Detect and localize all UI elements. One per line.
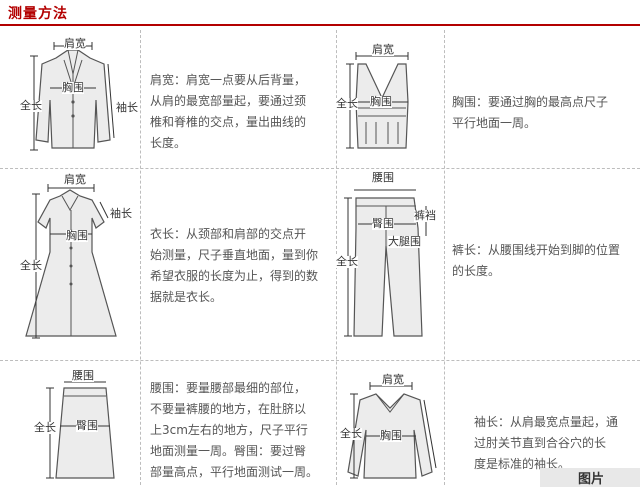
pants-figure: 腰围 裤裆 臀围 大腿围 全长: [336, 168, 444, 360]
text-line: 据就是衣长。: [150, 290, 223, 304]
text-line: 希望衣服的长度为止，得到的数: [150, 269, 319, 283]
page-title: 测量方法: [8, 6, 68, 22]
title-underline: [0, 24, 640, 26]
divider: [444, 30, 445, 485]
text-line: 不要量裤腰的地方，在肚脐以: [150, 402, 307, 416]
text-line: 始测量，尺子垂直地面，量到你: [150, 248, 319, 262]
sleeve-label: 袖长: [116, 101, 138, 114]
length-label: 全长: [336, 255, 358, 268]
text-line: 上3cm左右的地方，尺子平行: [150, 423, 308, 437]
crotch-label: 裤裆: [414, 209, 436, 222]
hip-label: 臀围: [76, 419, 98, 432]
dress-figure: 肩宽 胸围 全长 袖长: [0, 168, 140, 360]
text-line: 胸围：要通过胸的最高点尺子: [452, 95, 609, 109]
text-line: 裤长：从腰围线开始到脚的位置: [452, 243, 621, 257]
text-line: 腰围：要量腰部最细的部位，: [150, 381, 307, 395]
chest-label: 胸围: [62, 81, 84, 94]
text-line: 衣长：从颈部和肩部的交点开: [150, 227, 307, 241]
length-label: 全长: [340, 427, 362, 440]
jacket-description: 肩宽：肩宽一点要从后背量， 从肩的最宽部量起，要通过颈 椎和脊椎的交点，量出曲线…: [150, 70, 335, 154]
vest-description: 胸围：要通过胸的最高点尺子 平行地面一周。: [452, 92, 637, 134]
sleeve-label: 袖长: [110, 207, 132, 220]
text-line: 肩宽：肩宽一点要从后背量，: [150, 73, 307, 87]
shoulder-label: 肩宽: [64, 37, 86, 50]
text-line: 部量高点，平行地面测试一周。: [150, 465, 319, 479]
watermark-text: 图片: [578, 472, 605, 487]
shoulder-label: 肩宽: [382, 373, 404, 386]
text-line: 袖长：从肩最宽点量起，通: [474, 415, 619, 429]
length-label: 全长: [336, 97, 358, 110]
text-line: 平行地面一周。: [452, 116, 537, 130]
divider: [0, 360, 640, 361]
dress-description: 衣长：从颈部和肩部的交点开 始测量，尺子垂直地面，量到你 希望衣服的长度为止，得…: [150, 224, 335, 308]
shoulder-label: 肩宽: [372, 43, 394, 56]
watermark: 图片: [540, 468, 640, 487]
divider: [0, 168, 640, 169]
length-label: 全长: [20, 259, 42, 272]
divider: [140, 30, 141, 485]
pants-description: 裤长：从腰围线开始到脚的位置 的长度。: [452, 240, 640, 282]
hip-label: 臀围: [372, 217, 394, 230]
skirt-figure: 腰围 臀围 全长: [0, 360, 140, 487]
dress-illustration: [25, 184, 117, 339]
waist-label: 腰围: [372, 171, 394, 184]
skirt-illustration: [46, 381, 115, 479]
skirt-description: 腰围：要量腰部最细的部位， 不要量裤腰的地方，在肚脐以 上3cm左右的地方，尺子…: [150, 378, 338, 483]
text-line: 从肩的最宽部量起，要通过颈: [150, 94, 307, 108]
text-line: 长度。: [150, 136, 187, 150]
text-line: 椎和脊椎的交点，量出曲线的: [150, 115, 307, 129]
chest-label: 胸围: [370, 95, 392, 108]
sweater-description: 袖长：从肩最宽点量起，通 过肘关节直到合谷穴的长 度是标准的袖长。: [474, 412, 638, 475]
thigh-label: 大腿围: [388, 235, 421, 248]
text-line: 地面测量一周。臀围：要过臀: [150, 444, 307, 458]
length-label: 全长: [20, 99, 42, 112]
length-label: 全长: [34, 421, 56, 434]
text-line: 过肘关节直到合谷穴的长: [474, 436, 607, 450]
text-line: 的长度。: [452, 264, 501, 278]
chest-label: 胸围: [66, 229, 88, 242]
waist-label: 腰围: [72, 369, 94, 382]
chest-label: 胸围: [380, 429, 402, 442]
text-line: 度是标准的袖长。: [474, 457, 571, 471]
sweater-figure: 肩宽 胸围 全长: [336, 360, 444, 487]
shoulder-label: 肩宽: [64, 173, 86, 186]
jacket-illustration: [30, 42, 115, 151]
jacket-figure: 肩宽 胸围 全长 袖长: [0, 30, 140, 168]
vest-figure: 肩宽 胸围 全长: [336, 30, 444, 168]
